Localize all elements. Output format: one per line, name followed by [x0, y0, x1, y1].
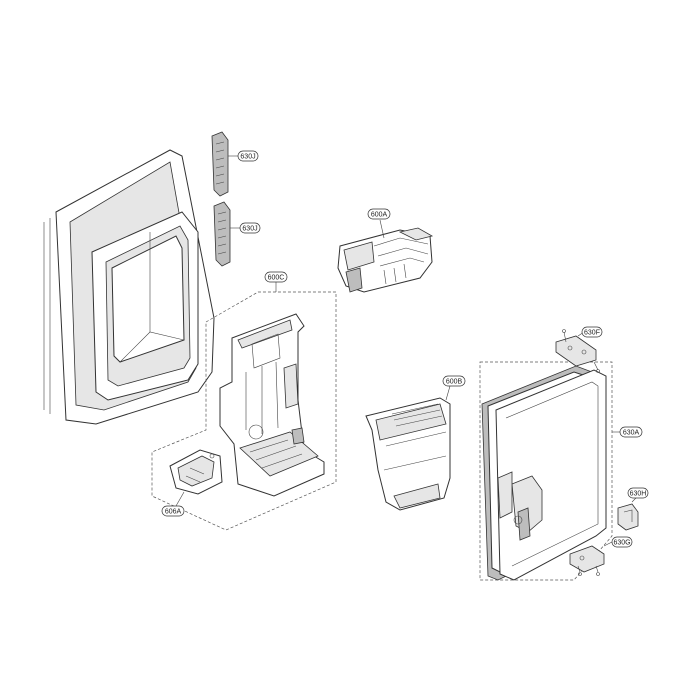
part-630j-top: [211, 131, 238, 197]
callout-600c: 600C: [264, 271, 288, 283]
callout-606a: 606A: [161, 505, 185, 517]
callout-630j-top: 630J: [237, 150, 259, 162]
label-630j-bottom: 630J: [242, 226, 257, 233]
label-606a: 606A: [165, 509, 182, 516]
group-600c-outline: [151, 282, 337, 531]
part-630f: [555, 329, 600, 373]
callout-630a: 630A: [619, 426, 643, 438]
label-600c: 600C: [268, 275, 285, 282]
label-630a: 630A: [623, 430, 640, 437]
callout-600a: 600A: [367, 208, 391, 220]
part-600c-housing: [219, 313, 325, 497]
part-630h: [617, 497, 639, 531]
label-630f: 630F: [584, 330, 600, 337]
label-600a: 600A: [371, 212, 388, 219]
door-frame: [43, 149, 215, 425]
part-630j-bottom: [213, 201, 240, 267]
part-606a: [169, 449, 223, 507]
label-600b: 600B: [446, 379, 463, 386]
part-600a: [337, 219, 434, 293]
callout-630g: 630G: [611, 536, 633, 548]
label-630g: 630G: [613, 540, 630, 547]
callout-630h: 630H: [627, 487, 649, 499]
label-630j-top: 630J: [240, 154, 255, 161]
label-630h: 630H: [630, 491, 647, 498]
callout-600b: 600B: [442, 375, 466, 387]
callout-630j-bottom: 630J: [239, 222, 261, 234]
part-600b: [365, 385, 451, 511]
part-630a-door: [481, 365, 607, 581]
callout-630f: 630F: [581, 326, 603, 338]
part-630g: [569, 541, 613, 576]
